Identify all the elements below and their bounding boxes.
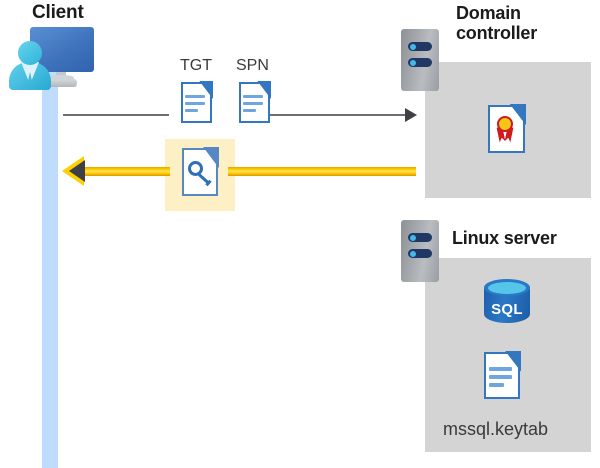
monitor-base	[46, 75, 77, 87]
tgt-label: TGT	[180, 57, 212, 74]
certificate-document-icon	[488, 104, 526, 153]
domain-controller-label: Domain controller	[456, 3, 576, 43]
request-arrow-head	[405, 108, 417, 122]
client-label: Client	[32, 2, 84, 23]
server-bay	[408, 42, 432, 51]
spn-label: SPN	[236, 57, 269, 74]
document-line	[185, 109, 198, 112]
linux-server-rack-icon	[401, 220, 439, 282]
key-document-icon	[182, 147, 219, 196]
document-line	[243, 102, 263, 105]
linux-server-label: Linux server	[452, 228, 557, 248]
document-line	[489, 383, 504, 387]
server-led	[410, 234, 416, 241]
seal-disc	[497, 116, 513, 132]
domain-controller-label-line1: Domain	[456, 3, 521, 23]
document-line	[243, 95, 263, 98]
keytab-document-icon	[484, 351, 521, 399]
server-bay	[408, 233, 432, 242]
spn-document-icon	[239, 81, 271, 123]
key-ring	[188, 161, 203, 176]
domain-controller-server-rack-icon	[401, 29, 439, 91]
document-line	[489, 375, 512, 379]
server-bay	[408, 58, 432, 67]
database-label: SQL	[491, 301, 523, 318]
response-arrow-head	[69, 160, 85, 182]
document-line	[489, 367, 512, 371]
key-icon	[188, 161, 214, 187]
response-arrow-line-right	[228, 167, 416, 176]
server-bay	[408, 249, 432, 258]
database-top-inner	[488, 282, 526, 294]
keytab-filename-label: mssql.keytab	[443, 419, 549, 439]
domain-controller-label-line2: controller	[456, 23, 538, 44]
document-line	[185, 95, 205, 98]
sql-database-icon: SQL	[484, 279, 530, 331]
server-led	[410, 43, 416, 50]
user-at-computer-icon	[8, 27, 94, 90]
request-arrow-line	[63, 113, 413, 117]
client-lifeline	[42, 62, 58, 468]
tgt-document-icon	[181, 81, 213, 123]
document-line	[185, 102, 205, 105]
document-line	[243, 109, 256, 112]
server-led	[410, 59, 416, 66]
response-arrow-line-left	[74, 167, 170, 176]
certificate-seal-icon	[496, 116, 514, 142]
person-head	[18, 41, 42, 65]
server-led	[410, 250, 416, 257]
request-line-gap	[169, 113, 267, 117]
